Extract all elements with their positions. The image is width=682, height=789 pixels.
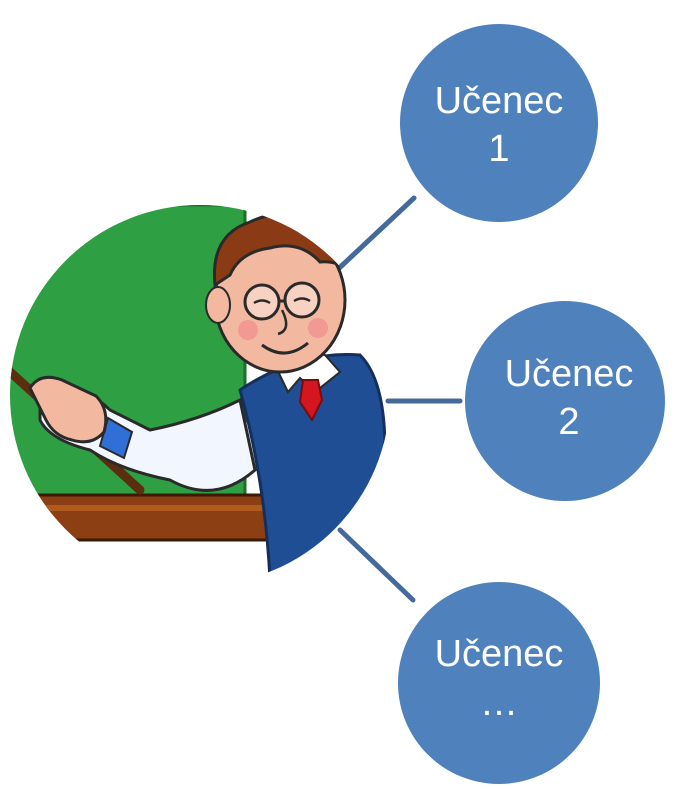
node-2-label-line2: 2 [558, 401, 579, 443]
node-2-label-line1: Učenec [505, 353, 634, 395]
teacher-illustration-icon [10, 205, 387, 582]
node-circle-1 [400, 24, 598, 222]
node-2: Učenec 2 [465, 301, 665, 501]
node-3: Učenec … [398, 582, 600, 784]
connector-line-3 [337, 527, 416, 603]
node-1-label-line2: 1 [488, 128, 509, 170]
node-1-label-line1: Učenec [435, 80, 564, 122]
node-circle-2 [465, 301, 665, 501]
node-3-label-line1: Učenec [435, 633, 564, 675]
node-circle-3 [398, 582, 600, 784]
desk [10, 493, 287, 542]
node-1: Učenec 1 [400, 24, 598, 222]
tie [298, 379, 324, 422]
node-3-label-line2: … [480, 682, 518, 724]
connector-line-1 [332, 195, 417, 275]
